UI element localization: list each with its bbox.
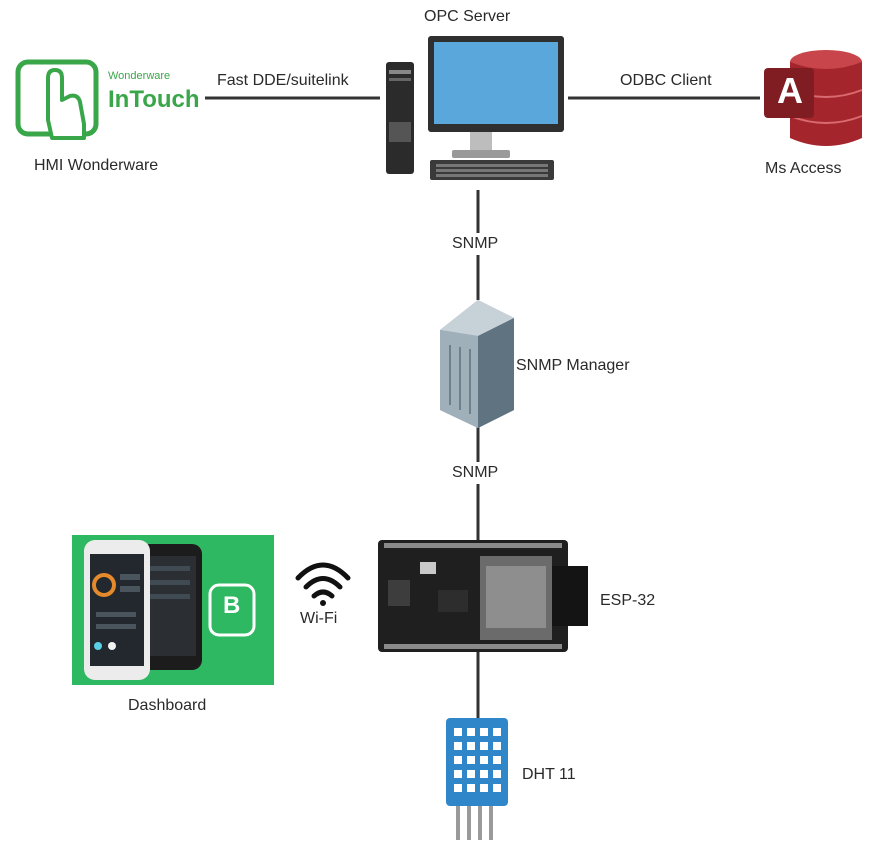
hmi-logo-small-text: Wonderware bbox=[108, 70, 171, 82]
ms-access-label: Ms Access bbox=[765, 160, 842, 177]
esp32-board-icon bbox=[378, 540, 588, 652]
hmi-label: HMI Wonderware bbox=[34, 157, 159, 174]
link-label-opc-manager: SNMP bbox=[450, 233, 501, 255]
touch-hand-icon bbox=[15, 59, 99, 140]
dashboard-label: Dashboard bbox=[128, 697, 207, 714]
dashboard-panel bbox=[72, 535, 274, 685]
dht11-label: DHT 11 bbox=[522, 766, 576, 783]
esp32-label: ESP-32 bbox=[600, 592, 656, 609]
link-label-hmi-opc: Fast DDE/suitelink bbox=[215, 72, 351, 90]
opc-server-label: OPC Server bbox=[424, 8, 511, 25]
link-label-opc-access: ODBC Client bbox=[618, 72, 714, 90]
access-database-icon bbox=[764, 50, 863, 146]
snmp-manager-label: SNMP Manager bbox=[516, 357, 630, 374]
link-label-manager-esp: SNMP bbox=[450, 462, 501, 484]
blynk-logo-icon bbox=[208, 583, 256, 637]
server-rack-icon bbox=[440, 300, 514, 428]
wifi-icon bbox=[295, 562, 351, 606]
access-logo-letter: A bbox=[777, 70, 803, 111]
desktop-computer-icon bbox=[386, 36, 564, 180]
hmi-logo-title: InTouch bbox=[108, 86, 200, 113]
smartphone-icon bbox=[84, 540, 202, 680]
wifi-label: Wi-Fi bbox=[300, 610, 338, 627]
dht11-sensor-icon bbox=[446, 718, 508, 840]
dashboard-logo-letter: B bbox=[223, 592, 241, 619]
